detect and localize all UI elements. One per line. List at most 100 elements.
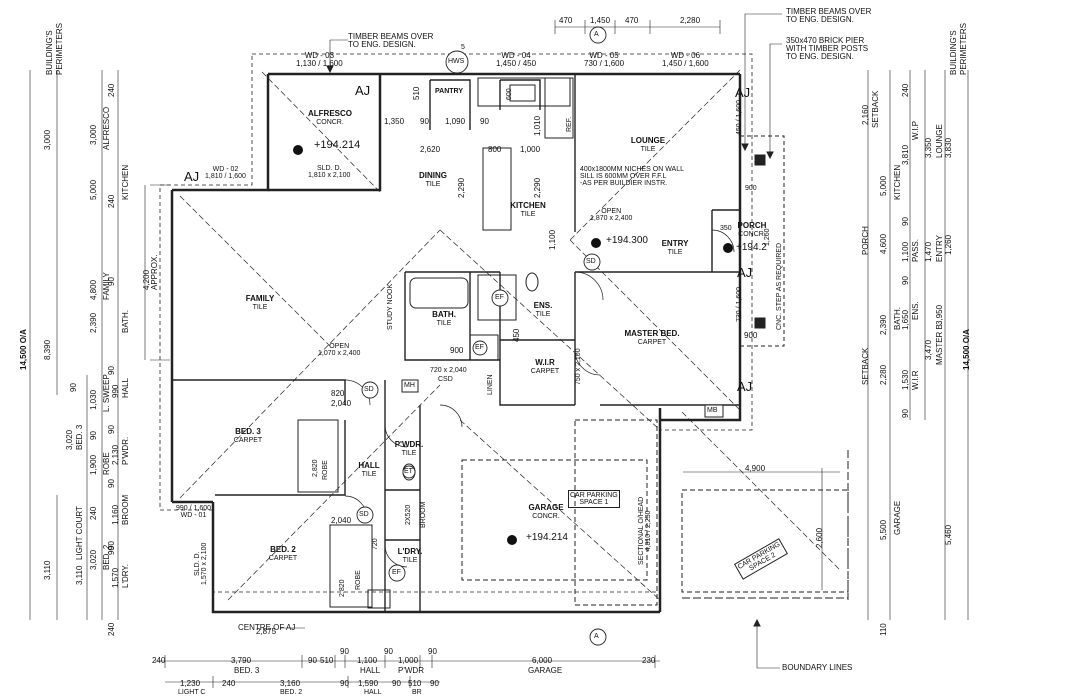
dim-820-bed3: 820 bbox=[331, 389, 345, 398]
label-l-broom: BROOM bbox=[121, 494, 130, 525]
dim-r-2280: 2,280 bbox=[879, 364, 888, 385]
label-b-pwdr: P'WDR bbox=[398, 666, 424, 675]
section-tag-top: A bbox=[594, 31, 599, 38]
note-boundary-lines: BOUNDARY LINES bbox=[782, 663, 853, 672]
bath-tub bbox=[409, 277, 469, 309]
room-ldry: L'DRY.TILE bbox=[397, 547, 423, 565]
dim-720: 720 bbox=[372, 538, 379, 550]
dim-l-1160: 1,160 bbox=[111, 504, 120, 525]
door-sld-bed2: SLD. D.1,570 x 2,100 bbox=[194, 542, 208, 585]
label-ro-buildings: BUILDING'S bbox=[949, 30, 958, 75]
level-markers bbox=[293, 145, 733, 545]
dim-l-240c: 240 bbox=[89, 506, 98, 520]
dim-l-3020b: 3,020 bbox=[89, 549, 98, 570]
dim-b2-1230: 1,230 bbox=[180, 679, 201, 688]
label-b2-lightc: LIGHT C bbox=[178, 689, 206, 696]
wall-hall bbox=[384, 380, 421, 612]
exhaust-fan-3: EF bbox=[392, 569, 401, 576]
label-b-garage: GARAGE bbox=[528, 666, 563, 675]
fridge-space bbox=[544, 77, 574, 139]
dim-1010: 1,010 bbox=[533, 115, 542, 136]
dim-450: 450 bbox=[512, 328, 521, 342]
dim-top-470a: 470 bbox=[559, 16, 573, 25]
label-b2-hall: HALL bbox=[364, 689, 382, 696]
mb-box bbox=[704, 404, 724, 418]
aj-marker-2: AJ bbox=[184, 169, 200, 184]
label-b2-bed2: BED. 2 bbox=[280, 689, 303, 696]
smoke-detector-2: SD bbox=[359, 511, 369, 518]
dim-b2-1590: 1,590 bbox=[358, 679, 379, 688]
label-robe-bed3: ROBE bbox=[322, 460, 329, 480]
kitchen-island bbox=[482, 147, 512, 231]
dim-l-90d: 90 bbox=[69, 383, 78, 392]
label-l-bath: BATH. bbox=[121, 310, 130, 333]
level-alfresco: +194.214 bbox=[314, 139, 361, 151]
dim-rr-1650: 1,650 bbox=[901, 309, 910, 330]
room-pwdr: P'WDR.TILE bbox=[394, 440, 424, 458]
dim-l-90h: 90 bbox=[107, 546, 116, 555]
label-rr-pass: PASS. bbox=[911, 239, 920, 262]
smoke-detector-3: SD bbox=[586, 258, 596, 265]
dim-b-1100: 1,100 bbox=[357, 656, 378, 665]
car-parking-space-1 bbox=[461, 459, 648, 581]
laundry-trough bbox=[367, 589, 391, 609]
dim-ro-2600: 2,600 bbox=[815, 527, 824, 548]
exhaust-fan-2: EF bbox=[475, 344, 484, 351]
label-r-setback2: SETBACK bbox=[861, 347, 870, 385]
boundary-line bbox=[682, 450, 849, 600]
mh-box bbox=[401, 379, 419, 393]
dim-ro-5460: 5,460 bbox=[944, 524, 953, 545]
dim-600: 600 bbox=[506, 88, 513, 100]
dim-b-90c: 90 bbox=[384, 647, 393, 656]
label-l-ldry: L'DRY. bbox=[121, 564, 130, 588]
dim-2290b: 2,290 bbox=[533, 177, 542, 198]
label-l-pwdr: P'WDR. bbox=[121, 436, 130, 465]
label-l-sweep: L. SWEEP bbox=[102, 374, 111, 412]
dim-left-3110: 3,110 bbox=[43, 560, 52, 580]
label-rr-ens: ENS. bbox=[911, 301, 920, 320]
dim-l-4800: 4,800 bbox=[89, 279, 98, 300]
dim-left-4200: 4,200 bbox=[142, 269, 151, 290]
dim-800: 800 bbox=[488, 145, 502, 154]
dim-b-1000: 1,000 bbox=[398, 656, 419, 665]
dim-1350: 1,350 bbox=[384, 117, 405, 126]
dim-r-5500: 5,500 bbox=[879, 519, 888, 540]
label-b-hall: HALL bbox=[360, 666, 381, 675]
dim-b2-90c: 90 bbox=[430, 679, 439, 688]
dim-900-porch: 900 bbox=[745, 185, 757, 192]
aj-marker-3: AJ bbox=[735, 85, 751, 100]
label-ref: REF. bbox=[566, 116, 573, 132]
dim-b2-90b: 90 bbox=[392, 679, 401, 688]
dim-2290a: 2,290 bbox=[457, 177, 466, 198]
label-b-bed3: BED. 3 bbox=[234, 666, 260, 675]
note-centre-of-aj: CENTRE OF AJ bbox=[238, 623, 296, 632]
wall-alfresco-east bbox=[268, 74, 382, 192]
dim-2x520: 2X520 bbox=[405, 504, 412, 525]
meter-box-symbol: MB bbox=[707, 407, 718, 414]
dim-rr-1470: 1,470 bbox=[924, 241, 933, 262]
dim-b-90a: 90 bbox=[308, 656, 317, 665]
dim-900b: 900 bbox=[744, 331, 758, 340]
dim-l-3020: 3,020 bbox=[65, 429, 74, 450]
exhaust-fan-1: EF bbox=[495, 294, 504, 301]
label-ro-perimeters: PERIMETERS bbox=[959, 22, 968, 75]
wall-pantry bbox=[429, 79, 541, 130]
dim-l-1570: 1,570 bbox=[111, 567, 120, 588]
dim-2820-bed3: 2,820 bbox=[312, 459, 319, 477]
dim-b2-510: 510 bbox=[408, 679, 422, 688]
dim-left-3000: 3,000 bbox=[43, 129, 52, 150]
dim-rr-3950: 3,950 bbox=[935, 304, 944, 325]
